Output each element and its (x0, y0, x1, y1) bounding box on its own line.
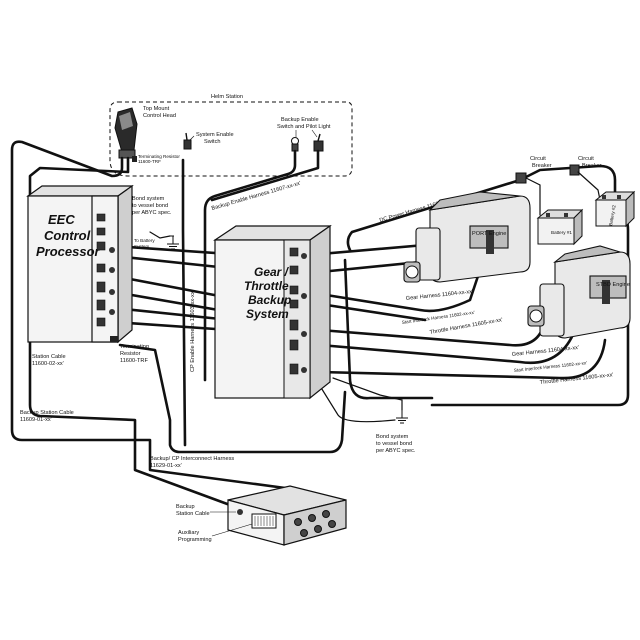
auxiliary-programming-label: Auxiliary Programming (178, 530, 212, 543)
station-cable (28, 156, 232, 507)
eec-harness-3 (112, 274, 232, 300)
system-enable-switch-label-l2: Switch (204, 139, 220, 145)
circuit-breaker-1-label: Circuit Breaker (530, 156, 552, 169)
port-engine-label: PORT Engine (472, 231, 506, 237)
helm-station-group: Helm Station Top Mount Control Head Term… (109, 94, 353, 177)
ground-symbol-icon (396, 410, 408, 424)
leader (311, 129, 318, 138)
system-enable-switch-label-l1: System Enable (196, 132, 234, 138)
control-head-label-l2: Control Head (143, 113, 176, 119)
system-enable-switch-icon (183, 132, 192, 150)
pilot-light-icon (291, 137, 299, 152)
leader (211, 523, 253, 537)
terminating-resistor-label: Terminating Resistor 11600-TRF (120, 344, 150, 364)
backup-enable-harness-cable (203, 149, 297, 382)
battery-2-label: Battery #2 (608, 204, 617, 226)
helm-station-outline (109, 101, 353, 177)
stbd-throttle-cable (318, 338, 607, 380)
port-gear-harness (318, 302, 427, 322)
circuit-breaker-icon (515, 172, 527, 184)
small-resistor-icon (132, 156, 137, 162)
small-resistor-label-l2: 11600-TRF (138, 159, 161, 164)
dc-power-harness (346, 164, 617, 252)
breaker-wire-2 (577, 171, 601, 201)
eec-control-processor: EEC Control Processor (26, 184, 134, 344)
eec-harness-5 (112, 306, 232, 322)
terminating-resistor-icon (110, 336, 118, 342)
small-resistor-label-l1: Terminating Resistor (138, 154, 180, 159)
cp-enable-harness-label: CP Enable Harness 11603-xx-xx' (190, 290, 196, 372)
ground-symbol-icon (167, 235, 179, 250)
backup-station-cable-unit-label: Backup Station Cable (176, 504, 210, 517)
port-throttle-cable (318, 268, 482, 313)
station-cable-label: Station Cable 11600-02-xx' (32, 354, 67, 367)
toggle-switch-icon (313, 133, 324, 152)
port-engine-icon (403, 191, 531, 283)
battery-1-label: Battery #1 (551, 230, 572, 235)
eec-ground-wire (149, 231, 171, 239)
eec-harness-4 (112, 290, 232, 314)
to-battery-label: To Battery System (134, 238, 156, 249)
gtb-connectors (289, 247, 307, 375)
backup-station-unit (227, 485, 347, 546)
stbd-gear-harness-label: Gear Harness 11604-xx-xx' (512, 345, 580, 358)
leader (189, 135, 195, 141)
backup-cp-interconnect-label: Backup/ CP Interconnect Harness 11629-01… (150, 456, 236, 469)
gtb-title: Gear / Throttle Backup System (244, 265, 295, 321)
gear-throttle-backup-box: Gear / Throttle Backup System (213, 224, 332, 400)
backup-cp-interconnect-harness (118, 343, 347, 454)
eec-harness-2 (112, 254, 230, 270)
helm-station-title: Helm Station (211, 94, 243, 100)
dc-power-loop (343, 258, 434, 400)
backup-enable-label-l2: Switch and Pilot Light (277, 124, 331, 130)
eec-bond-note: Bond system to vessel bond per ABYC spec… (132, 196, 172, 216)
backup-enable-harness-cable-2 (210, 149, 320, 202)
battery-1-icon (536, 208, 584, 246)
backup-station-cable (10, 140, 302, 492)
battery-2-icon (594, 190, 636, 228)
backup-enable-label-l1: Backup Enable (281, 117, 319, 123)
cp-enable-harness (181, 158, 187, 447)
gtb-ground-wire (332, 377, 403, 411)
eec-title: EEC Control Processor (36, 212, 101, 259)
eec-harness-6 (112, 320, 232, 332)
backup-station-cable-label: Backup Station Cable 11609-01-xx' (20, 410, 75, 423)
eec-connectors (96, 213, 115, 327)
eec-harness-1 (112, 244, 232, 256)
gtb-bond-note: Bond system to vessel bond per ABYC spec… (376, 434, 416, 454)
stbd-throttle-harness-label: Throttle Harness 11605-xx-xx' (540, 372, 614, 386)
port-throttle-harness-label: Throttle Harness 11605-xx-xx' (429, 317, 503, 336)
port-gear-cable (318, 243, 427, 256)
breaker-wire-1 (525, 177, 541, 216)
circuit-breaker-2-label: Circuit Breaker (578, 156, 602, 169)
control-head-label-l1: Top Mount (143, 106, 170, 112)
gtb-wire-2 (319, 385, 396, 423)
stbd-engine-icon (527, 245, 631, 339)
control-head-icon (114, 107, 138, 159)
stbd-engine-label: STBD Engine (596, 282, 630, 288)
port-gear-harness-label: Gear Harness 11604-xx-xx' (406, 289, 474, 302)
circuit-breaker-icon (569, 164, 580, 176)
stbd-interlock-cable (318, 328, 577, 365)
